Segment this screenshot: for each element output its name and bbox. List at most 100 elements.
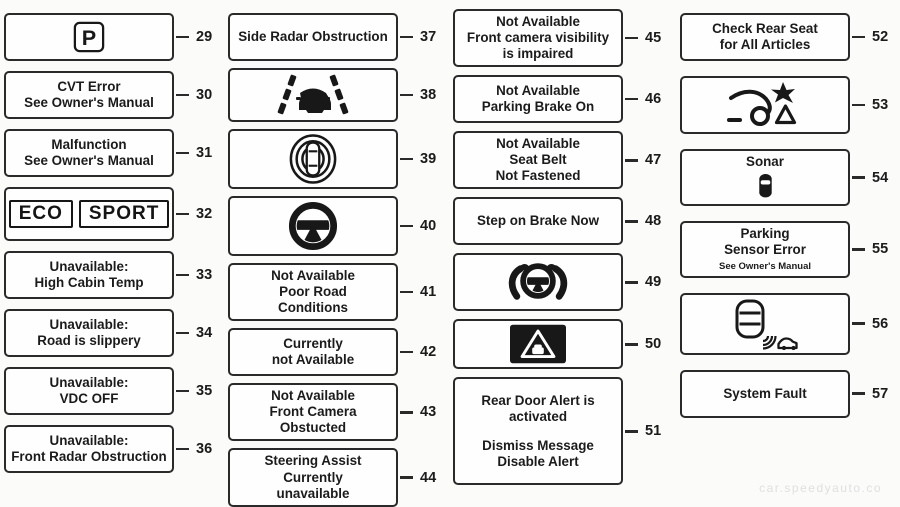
message-text: for All Articles [719,37,811,52]
connector-line [176,447,189,451]
message-text: Unavailable: [49,374,129,390]
connector-line [625,98,638,101]
message-row: 38 [228,68,450,122]
message-text: Parking [740,226,790,242]
item-number: 29 [196,29,213,45]
message-text: Not Available [271,388,355,404]
connector-line [400,411,413,414]
message-text: is impaired [502,46,574,62]
message-text: Currently [283,336,343,352]
item-number: 47 [645,152,662,169]
item-number: 44 [420,469,437,486]
message-text: Check Rear Seat [712,20,818,36]
message-box [228,68,398,122]
message-text: Not Available [496,83,580,99]
message-box: System Fault [680,369,850,418]
connector-line [176,331,189,335]
message-row: Unavailable:High Cabin Temp 33 [4,251,225,299]
message-text: Steering Assist [264,453,362,469]
connector-line [176,212,189,216]
connector-line [400,35,413,39]
connector-line [625,36,638,40]
message-text: Side Radar Obstruction [238,28,388,44]
message-text: activated [508,408,568,424]
item-number: 32 [196,206,213,222]
item-number: 34 [196,325,213,341]
connector-line [176,35,189,39]
message-row: Unavailable:Road is slippery 34 [4,309,225,357]
item-number: 55 [872,241,889,258]
connector-line [400,93,413,97]
message-row: Step on Brake Now 48 [453,197,675,246]
message-text: Rear Door Alert is [481,392,595,408]
column-2: Side Radar Obstruction 37 38 39 40 Not A… [225,0,450,507]
message-box: Unavailable:High Cabin Temp [4,251,174,299]
message-text: not Available [271,352,355,368]
message-text: CVT Error [57,78,121,94]
parking-switch-icon: P [73,21,105,53]
message-box: Side Radar Obstruction [228,13,398,61]
connector-line [852,103,865,107]
connector-line [852,248,865,251]
item-number: 43 [420,404,437,421]
message-text: Malfunction [51,136,127,152]
connector-line [176,273,189,277]
message-text: Unavailable: [49,316,129,332]
item-number: 40 [420,218,437,234]
message-text: unavailable [276,485,350,501]
message-text: Seat Belt [509,152,567,168]
mode-badge-sport: SPORT [78,199,170,229]
message-box: Sonar [680,149,850,207]
mode-badge-eco: ECO [8,199,73,229]
message-text: Parking Brake On [481,99,595,115]
item-number: 52 [872,29,889,45]
message-text: System Fault [723,385,807,401]
message-row: Sonar 54 [680,149,900,207]
message-text: Currently [283,469,343,485]
message-row: 50 [453,319,675,370]
hands-on-wheel-icon [506,258,570,306]
message-box: Unavailable:Front Radar Obstruction [4,425,174,473]
message-text: Not Available [271,268,355,283]
message-box [453,319,623,370]
message-text: Unavailable: [49,258,129,274]
message-text: Not Available [496,14,580,29]
item-number: 42 [420,344,437,361]
connector-line [852,322,865,325]
surround-view-icon [288,134,338,184]
message-text: Poor Road [279,284,347,300]
message-text: High Cabin Temp [34,275,144,290]
message-text: Front Camera [269,404,357,420]
sonar-car-icon [755,170,776,201]
message-text: Sensor Error [724,242,806,258]
message-box [680,76,850,134]
connector-line [625,430,638,433]
svg-text:P: P [82,25,96,50]
message-text: Disable Alert [497,454,579,470]
item-number: 35 [196,383,213,399]
message-subtext: See Owner's Manual [718,261,811,273]
message-text: Obstucted [279,420,347,436]
message-text: Step on Brake Now [476,213,600,229]
lane-departure-icon [272,73,354,117]
item-number: 36 [196,441,213,457]
